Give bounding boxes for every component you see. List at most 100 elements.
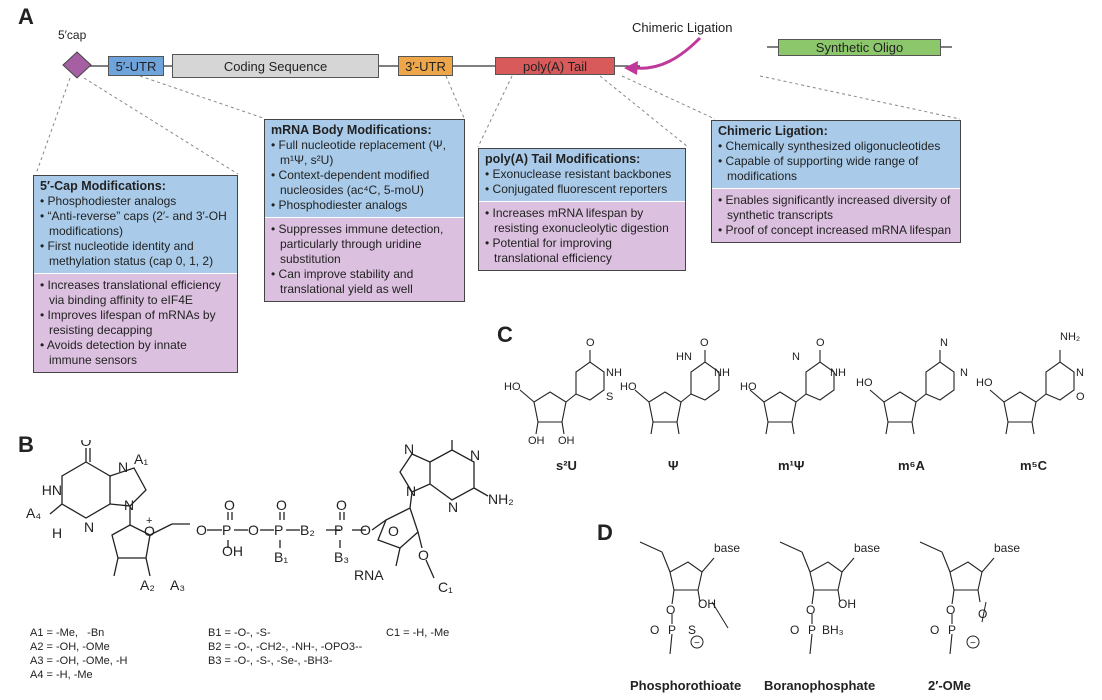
utr3-segment: 3′-UTR [398, 56, 453, 76]
body-bottom-item: • Can improve stability and translationa… [271, 267, 414, 296]
substituent-label: B₂ [300, 522, 315, 538]
atom-label: O [1076, 391, 1085, 403]
utr5-segment: 5′-UTR [108, 56, 164, 76]
atom-label: H [52, 525, 62, 541]
atom-label: O [930, 623, 939, 637]
pseudouridine-label: Ψ [668, 458, 679, 473]
m5c-label: m⁵C [1020, 458, 1048, 473]
polya-bottom-item: • Increases mRNA lifespan by resisting e… [485, 206, 669, 235]
atom-label: HO [504, 381, 521, 393]
atom-label: base [994, 541, 1020, 555]
atom-label: S [606, 391, 613, 403]
atom-label: N [406, 483, 416, 499]
atom-label: O [816, 337, 825, 349]
chimeric-ligation-label: Chimeric Ligation [632, 20, 733, 35]
chimeric-ligation-box: Chimeric Ligation: • Chemically synthesi… [711, 120, 961, 243]
atom-label: P [334, 522, 343, 538]
atom-label: O [650, 623, 659, 637]
substituent-label: B₁ [274, 549, 288, 565]
panel-d-label: D [597, 520, 613, 545]
atom-label: N [960, 367, 968, 379]
boranophosphate-label: Boranophosphate [764, 678, 876, 693]
substituent-label: A₄ [26, 505, 41, 521]
charge-label: + [146, 515, 152, 527]
atom-label: N [448, 499, 458, 515]
atom-label: S [688, 623, 696, 637]
substituent-label: B₃ [334, 549, 349, 565]
atom-label: OH [528, 435, 545, 447]
cap-top-item: • First nucleotide identity and methylat… [40, 239, 214, 268]
cap-bottom-item: • Increases translational efficiency via… [40, 278, 221, 307]
atom-label: base [714, 541, 740, 555]
atom-label: O [276, 497, 287, 513]
panel-c-label: C [497, 322, 513, 347]
atom-label: HO [856, 377, 873, 389]
polya-modifications-box: poly(A) Tail Modifications: • Exonucleas… [478, 148, 686, 271]
atom-label: NH [714, 367, 730, 379]
atom-label: N [792, 351, 800, 363]
body-bottom-item: • Suppresses immune detection, particula… [271, 222, 444, 266]
atom-label: P [808, 623, 816, 637]
substituent-label: A₃ [170, 577, 185, 593]
cap-top-item: • “Anti-reverse” caps (2′- and 3′-OH mod… [40, 209, 227, 238]
chimeric-top-item: • Chemically synthesized oligonucleotide… [718, 139, 941, 153]
atom-label: O [388, 523, 399, 539]
atom-label: HO [620, 381, 637, 393]
atom-label: N [1076, 367, 1084, 379]
atom-label: HO [740, 381, 757, 393]
atom-label: P [274, 522, 283, 538]
polya-segment: poly(A) Tail [495, 57, 615, 75]
atom-label: O [81, 440, 92, 449]
cap-bottom-item: • Avoids detection by innate immune sens… [40, 338, 187, 367]
cap-bottom-item: • Improves lifespan of mRNAs by resistin… [40, 308, 216, 337]
atom-label: N [118, 459, 128, 475]
atom-label: O [790, 623, 799, 637]
two-prime-ome-label: 2′-OMe [928, 678, 971, 693]
body-modifications-box: mRNA Body Modifications: • Full nucleoti… [264, 119, 465, 302]
polya-box-title: poly(A) Tail Modifications: [485, 152, 641, 166]
atom-label: O [700, 337, 709, 349]
atom-label: HN [676, 351, 692, 363]
atom-label: O [144, 523, 155, 539]
m1psi-label: m¹Ψ [778, 458, 805, 473]
atom-label: O [360, 522, 371, 538]
atom-label: NH₂ [1060, 331, 1080, 343]
atom-label: N [940, 337, 948, 349]
substituent-label: A₂ [140, 577, 155, 593]
cap-modifications-box: 5′-Cap Modifications: • Phosphodiester a… [33, 175, 238, 373]
atom-label: O [196, 522, 207, 538]
atom-label: O [418, 547, 429, 563]
m6a-label: m⁶A [898, 458, 925, 473]
phosphorothioate-label: Phosphorothioate [630, 678, 742, 693]
backbone-structures-svg: base base base O P O S − OH O P O BH₃ OH… [639, 541, 1020, 655]
atom-label: O [248, 522, 259, 538]
polya-top-item: • Exonuclease resistant backbones [485, 167, 672, 181]
atom-label: N [124, 497, 134, 513]
atom-label: P [668, 623, 676, 637]
cap-label: 5′cap [58, 28, 87, 42]
atom-label: base [854, 541, 880, 555]
atom-label: NH₂ [488, 491, 514, 507]
atom-label: OH [698, 597, 716, 611]
charge-label: − [694, 638, 700, 649]
body-top-item: • Context-dependent modified nucleosides… [271, 168, 430, 197]
substituent-label: C₁ [438, 579, 453, 595]
atom-label: OH [838, 597, 856, 611]
legend-b: B1 = -O-, -S- B2 = -O-, -CH2-, -NH-, -OP… [208, 627, 363, 667]
chimeric-box-title: Chimeric Ligation: [718, 124, 828, 138]
legend-a: A1 = -Me, -Bn A2 = -OH, -OMe A3 = -OH, -… [30, 627, 128, 681]
charge-label: − [970, 638, 976, 649]
ligation-arrow [635, 36, 702, 70]
chimeric-bottom-item: • Enables significantly increased divers… [718, 193, 951, 222]
atom-label: NH [830, 367, 846, 379]
atom-label: O [806, 603, 815, 617]
atom-label: N [470, 447, 480, 463]
atom-label: O [978, 607, 987, 621]
substituent-label: A₁ [134, 451, 148, 467]
panel-b-label: B [18, 432, 34, 457]
panel-a-label: A [18, 4, 34, 29]
chimeric-top-item: • Capable of supporting wide range of mo… [718, 154, 919, 183]
atom-label: N [84, 519, 94, 535]
legend-c: C1 = -H, -Me [386, 627, 450, 639]
s2u-label: s²U [556, 458, 577, 473]
